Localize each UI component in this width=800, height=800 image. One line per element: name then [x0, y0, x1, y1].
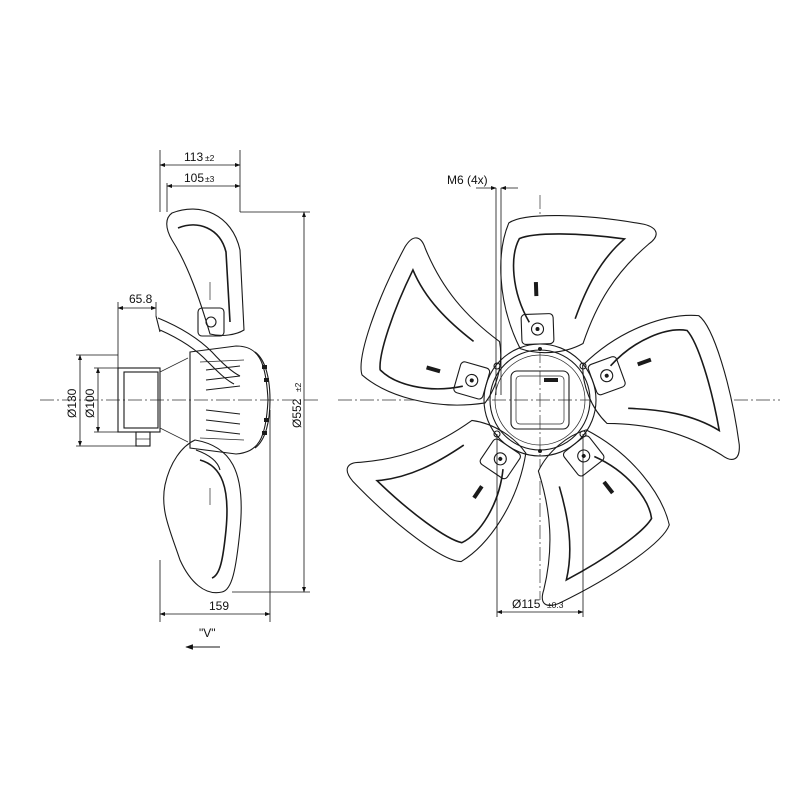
side-view: 113 ±2 105 ±3 65.8 Ø130 Ø100 Ø552 ±2 159: [40, 150, 318, 650]
upper-blade-bolt: [205, 316, 217, 328]
hub-inner-ring: [494, 354, 586, 446]
blade-1: [500, 215, 657, 354]
blade-marking: [533, 282, 539, 297]
dim-100-value: Ø100: [83, 388, 97, 418]
swept-blade-upper: [157, 317, 241, 377]
upper-blade-profile: [166, 208, 245, 336]
blade-bolt-center: [498, 456, 503, 461]
front-view: M6 (4x) Ø115 ±0.3: [338, 173, 780, 617]
lower-blade-root: [195, 449, 221, 471]
dim-105-value: 105: [184, 171, 204, 185]
blade-bolt-center: [469, 378, 474, 383]
terminal-box-link-top: [159, 357, 189, 373]
motor-square: [510, 370, 570, 430]
blade-bolt-center: [604, 373, 609, 378]
blade-marking: [637, 357, 652, 367]
rotor-rim-slots: [262, 365, 269, 435]
lower-blade-inner: [199, 459, 228, 579]
blade-2: [582, 314, 740, 460]
blade-outline: [500, 215, 657, 354]
blade-bolt-center: [535, 327, 540, 332]
blade-rib: [512, 233, 627, 323]
blade-rib: [379, 267, 475, 390]
dim-552-value: Ø552: [290, 398, 304, 428]
blade-rib: [558, 455, 653, 582]
dim-113-value: 113: [184, 150, 203, 164]
blade-outline: [582, 314, 740, 460]
cooling-fins: [205, 365, 241, 435]
terminal-box-inner: [123, 371, 159, 429]
blade-3: [537, 429, 670, 606]
motor-square-inner: [515, 375, 565, 425]
blade-rib: [375, 444, 504, 544]
hub-bolts: [493, 347, 587, 453]
dim-159-value: 159: [209, 599, 229, 613]
blade-marking: [602, 480, 615, 495]
blade-outline: [537, 429, 670, 606]
dim-65-8-value: 65.8: [129, 292, 153, 306]
lower-blade-profile: [163, 439, 242, 594]
swept-blade-lower: [159, 329, 235, 385]
dim-115-value: Ø115: [512, 597, 541, 611]
dim-115-tol: ±0.3: [547, 600, 564, 610]
terminal-box-link-bottom: [159, 427, 189, 443]
swept-blade-tip: [155, 315, 161, 333]
thread-label: M6 (4x): [447, 173, 488, 187]
dim-105-tol: ±3: [205, 174, 215, 184]
blade-outline: [360, 237, 502, 406]
hub-outer-ring: [483, 343, 597, 457]
upper-blade-plate: [197, 307, 225, 337]
dim-552-tol: ±2: [293, 382, 303, 392]
blade-bolt: [530, 322, 545, 336]
dim-113-tol: ±2: [205, 153, 215, 163]
blade-rib: [609, 329, 721, 433]
rotor-edge-lines: [199, 359, 245, 441]
impeller-blades: [346, 215, 740, 606]
rotor-rim: [254, 351, 271, 449]
blade-bolt: [577, 449, 591, 463]
blade-bolt: [600, 369, 614, 383]
blade-bolt: [465, 373, 479, 387]
blade-marking: [472, 485, 484, 499]
airflow-label: "V": [199, 626, 216, 640]
motor-label-plate: [544, 378, 558, 382]
rotor-housing: [189, 345, 269, 455]
dim-130-value: Ø130: [65, 388, 79, 418]
upper-blade-inner: [177, 224, 231, 323]
blade-marking: [426, 365, 441, 374]
